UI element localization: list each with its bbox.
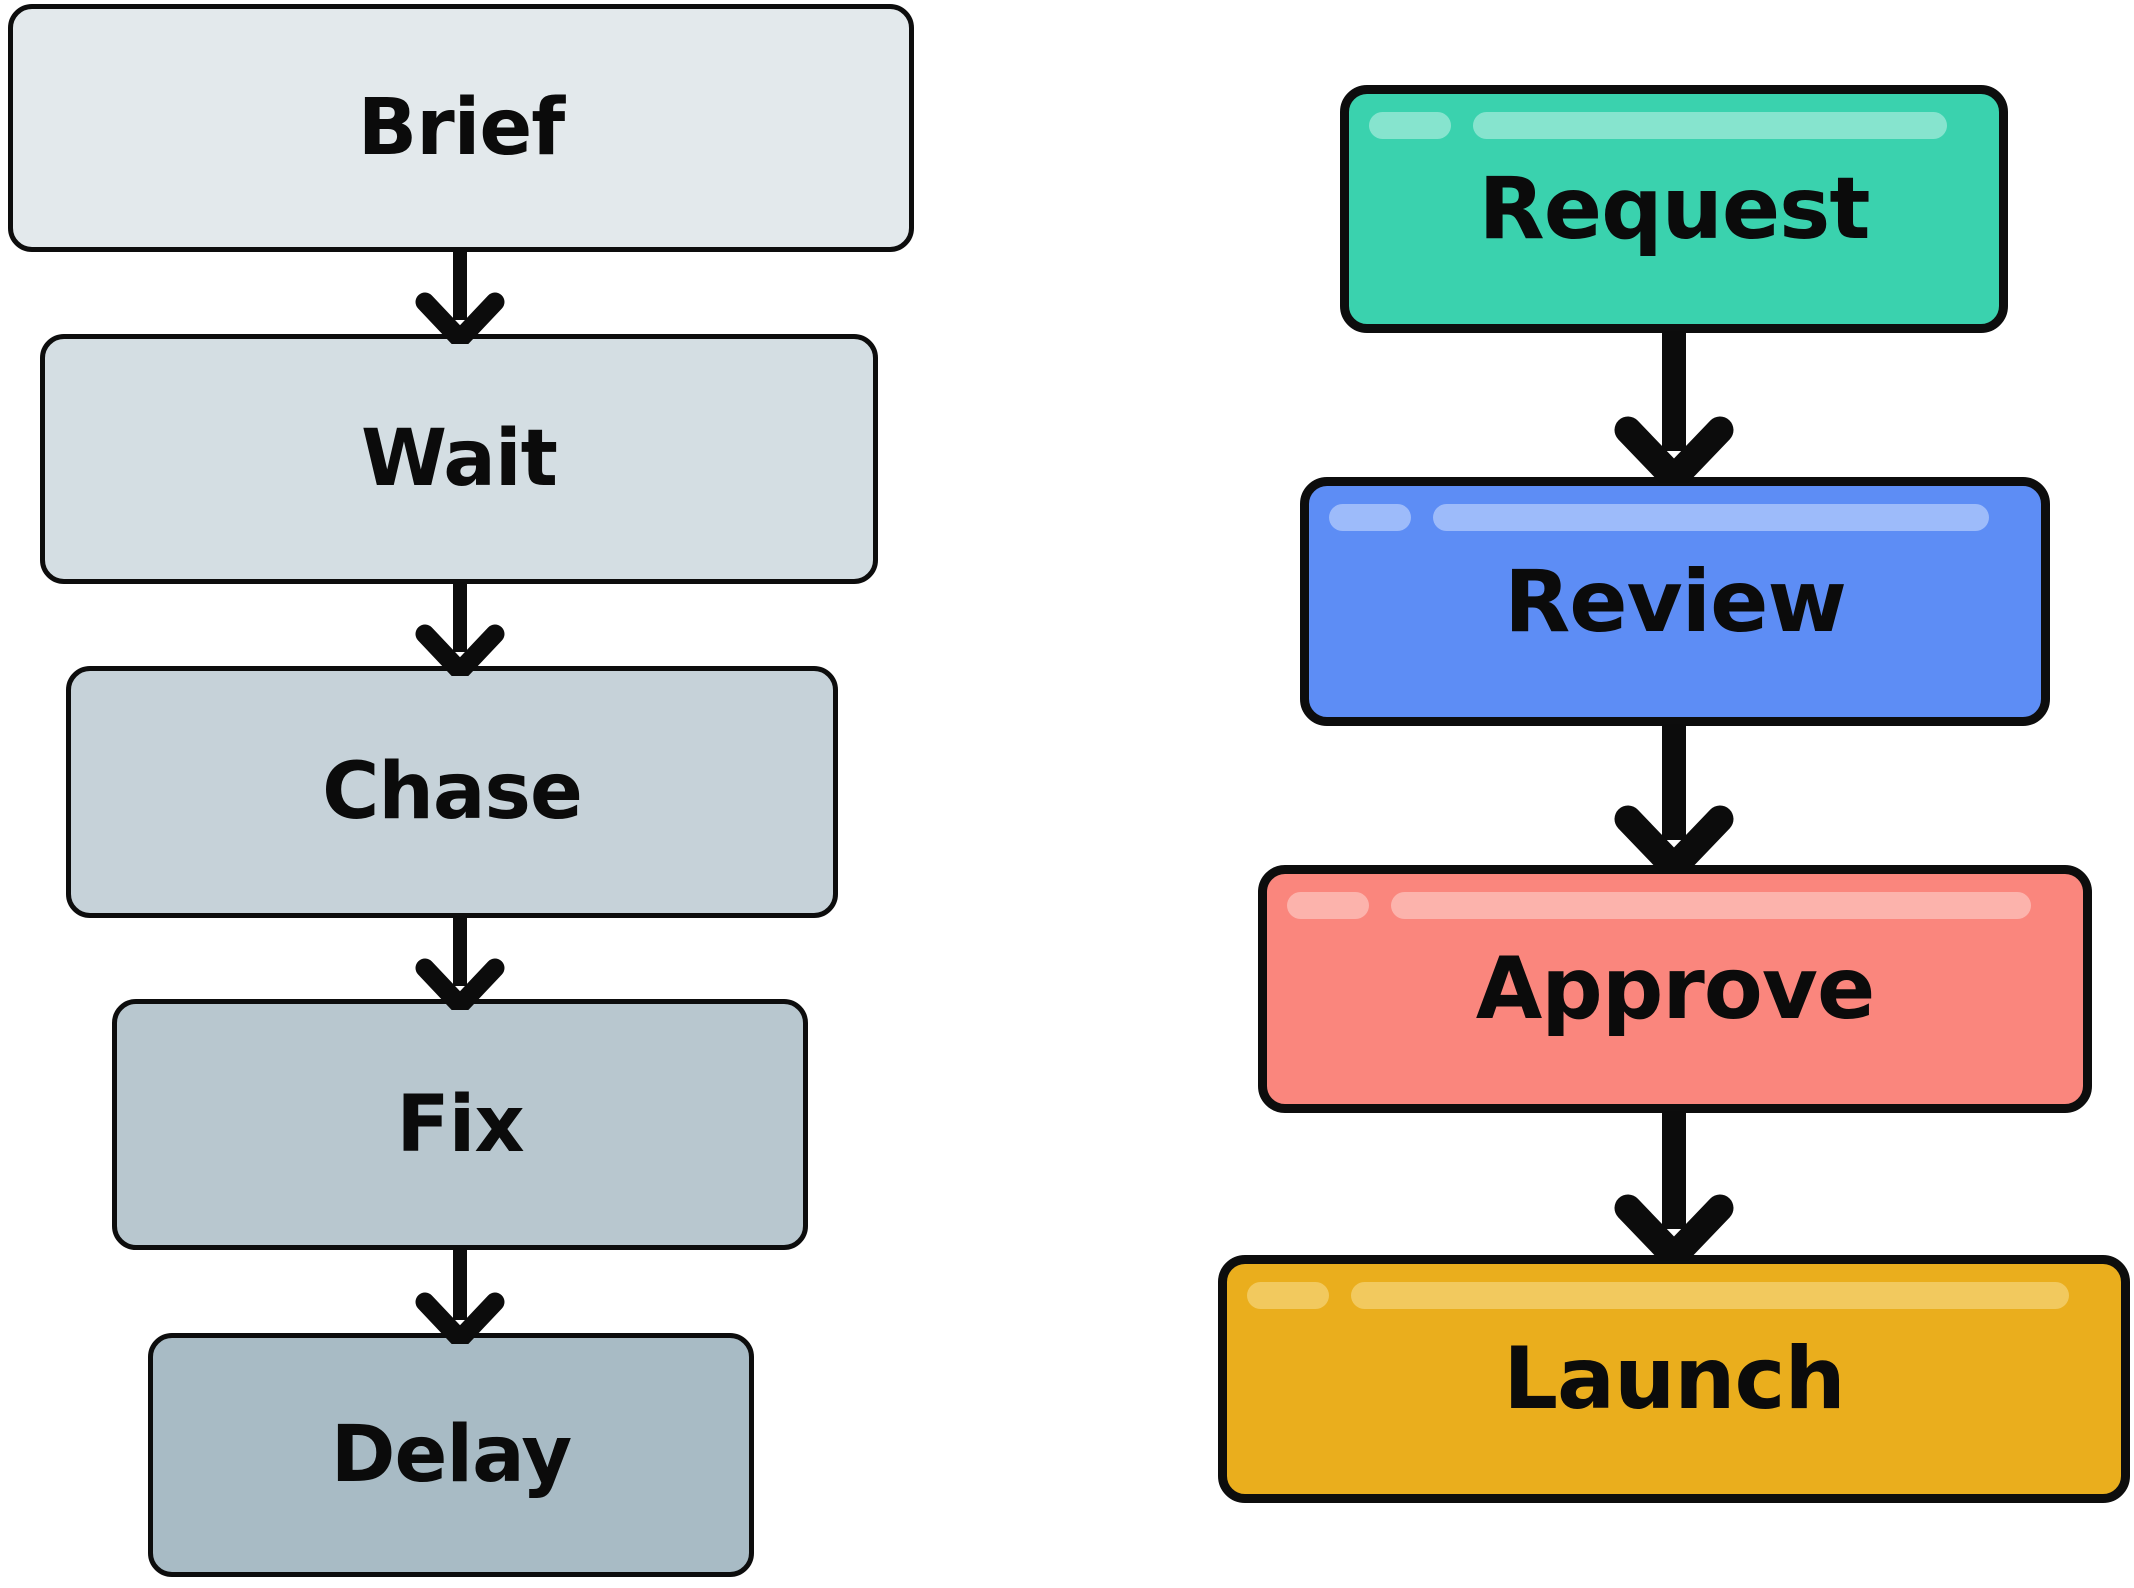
shine-pill-long (1473, 112, 1947, 139)
shine-highlight (1247, 1282, 2069, 1309)
flow-node-launch: Launch (1218, 1255, 2130, 1503)
flow-node-delay-label: Delay (330, 1410, 572, 1500)
flow-node-approve-label: Approve (1475, 939, 1876, 1039)
down-arrow-icon (415, 1248, 505, 1344)
shine-pill-long (1391, 892, 2031, 919)
shine-pill-small (1369, 112, 1451, 139)
down-arrow-icon (1614, 1111, 1734, 1261)
flow-node-fix: Fix (112, 999, 808, 1250)
down-arrow-icon (415, 250, 505, 344)
shine-highlight (1287, 892, 2031, 919)
flow-node-request: Request (1340, 85, 2008, 333)
shine-pill-small (1329, 504, 1411, 531)
shine-pill-small (1287, 892, 1369, 919)
shine-pill-long (1433, 504, 1989, 531)
flow-node-request-label: Request (1478, 159, 1871, 259)
shine-highlight (1329, 504, 1989, 531)
flow-node-chase: Chase (66, 666, 838, 918)
shine-highlight (1369, 112, 1947, 139)
flow-node-launch-label: Launch (1503, 1329, 1845, 1429)
flow-node-delay: Delay (148, 1333, 754, 1577)
down-arrow-icon (415, 582, 505, 676)
flow-node-wait: Wait (40, 334, 878, 584)
flow-node-brief-label: Brief (357, 83, 565, 173)
down-arrow-icon (415, 916, 505, 1010)
flow-node-review: Review (1300, 477, 2050, 726)
shine-pill-small (1247, 1282, 1329, 1309)
flow-node-brief: Brief (8, 4, 914, 252)
flow-node-approve: Approve (1258, 865, 2092, 1113)
shine-pill-long (1351, 1282, 2069, 1309)
flow-node-fix-label: Fix (396, 1079, 524, 1170)
down-arrow-icon (1614, 724, 1734, 872)
flow-node-chase-label: Chase (322, 747, 583, 837)
flow-node-review-label: Review (1504, 551, 1847, 652)
down-arrow-icon (1614, 331, 1734, 483)
flow-node-wait-label: Wait (361, 414, 558, 504)
